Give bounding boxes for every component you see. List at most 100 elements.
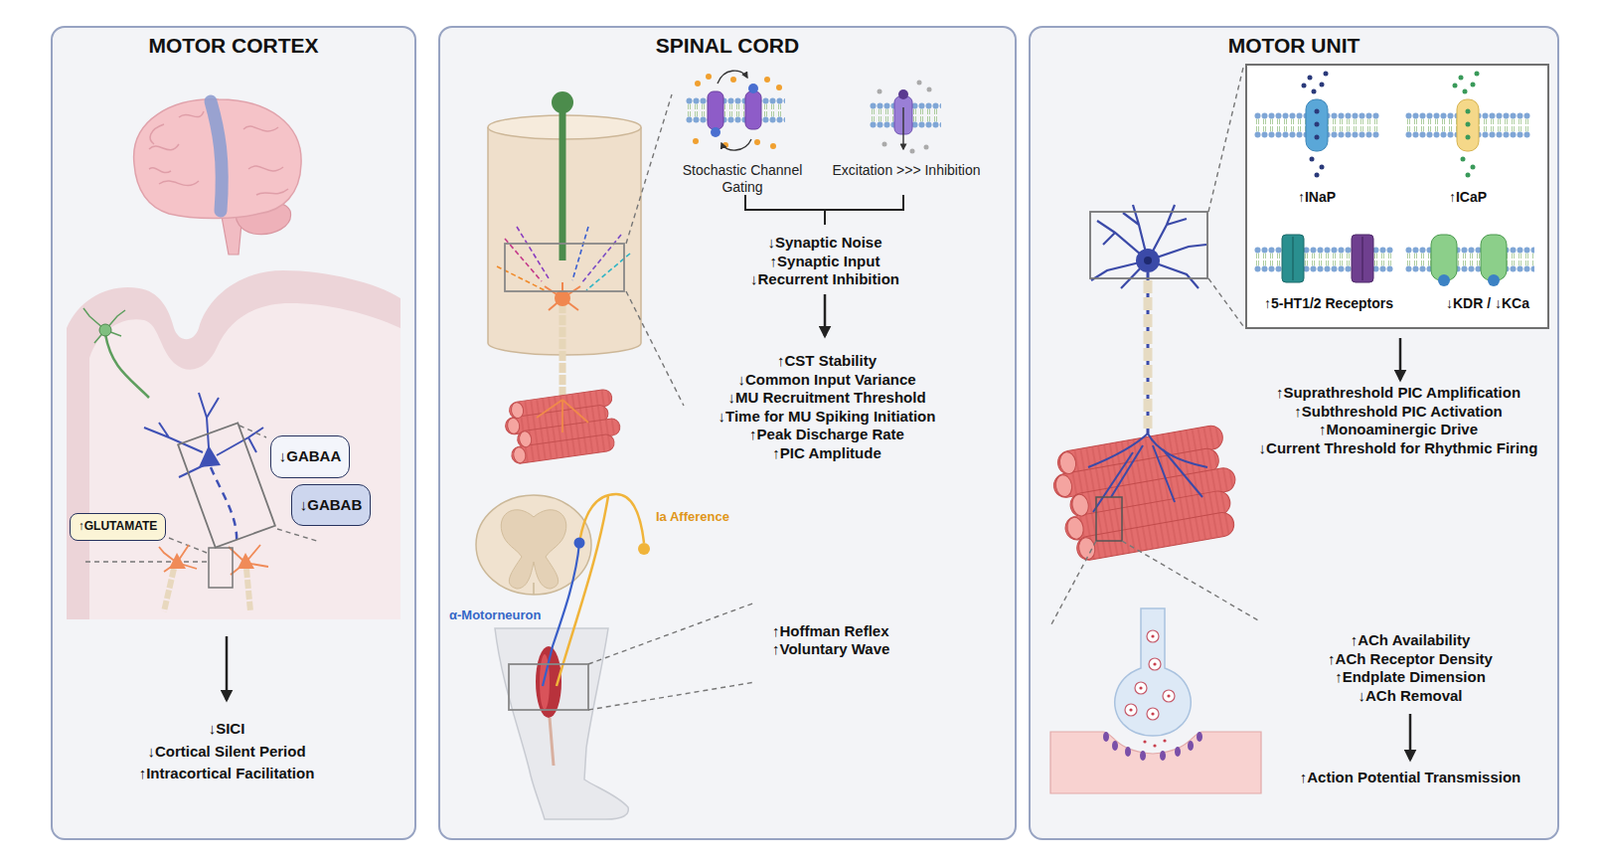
pyramidal-neurons-part — [177, 422, 276, 547]
neuromuscular-junction-part-part — [1124, 703, 1137, 716]
panel: MOTOR CORTEX ↓GABAA ↓GABAB ↑GLUTAMATE — [50, 25, 417, 840]
neuromuscular-junction-part-part — [1174, 746, 1181, 757]
effect-text: ↓Recurrent Inhibition — [750, 270, 900, 289]
receptor-label: ↓GABAB — [300, 496, 363, 514]
reflex-drawing-part — [532, 582, 535, 595]
bracket — [745, 194, 904, 225]
channel-label: ↑ICaP — [1448, 188, 1487, 206]
channel-icon-part-part — [1309, 157, 1315, 162]
channel-icon-part — [1405, 246, 1535, 273]
motor-unit-drawing — [1048, 67, 1259, 625]
channel-icon-part-part — [685, 97, 786, 124]
spinal-cord-drawing-part — [496, 226, 631, 291]
neuromuscular-junction-part-part — [1112, 740, 1119, 751]
neuromuscular-junction-part-part — [1150, 634, 1154, 638]
spinal-cord-drawing-part — [544, 282, 581, 311]
reflex-drawing-part-part — [588, 681, 756, 710]
neuromuscular-junction-part-part — [1103, 731, 1110, 742]
channel-icon-part-part — [1465, 172, 1471, 178]
channel-icon-part — [1291, 236, 1294, 281]
reflex-drawing-part-part — [588, 602, 756, 664]
brain-drawing-part-part — [248, 165, 284, 171]
icon-caption: Excitation >>> Inhibition — [831, 161, 980, 179]
neuromuscular-junction-part-part — [1138, 685, 1142, 689]
channel-icon-part-part — [1314, 122, 1320, 128]
cortex-section — [66, 270, 401, 620]
panel-heading: MOTOR CORTEX — [52, 32, 415, 58]
channel-icon-part — [1281, 234, 1304, 283]
spinal-cord-drawing-part-part — [518, 430, 533, 449]
channel-icon-part-part — [1405, 246, 1535, 273]
channel-label: ↑INaP — [1297, 188, 1336, 206]
neuromuscular-junction-part — [1128, 634, 1170, 747]
channel-icon-part — [745, 91, 762, 130]
motor-unit-drawing-part-part — [1208, 278, 1244, 326]
channel-icon-part — [707, 91, 724, 130]
channel-icon-part — [898, 89, 909, 100]
channel-icon-part-part — [694, 80, 701, 87]
brain-drawing-part — [210, 101, 222, 211]
spinal-cord-drawing-part-part — [626, 291, 684, 406]
brain-drawing-part-part — [149, 167, 171, 173]
channel-icon-part — [685, 97, 786, 124]
motor-unit-drawing-part-part — [1093, 452, 1133, 512]
channel-icon-part-part — [1470, 164, 1476, 170]
channel-icon-part — [1351, 234, 1374, 283]
receptor-label: ↓GABAA — [279, 448, 342, 466]
panel: MOTOR UNIT↑INaP↑ICaP↑5-HT1/2 Receptors↓K… — [1028, 25, 1560, 840]
motor-unit-drawing-part-part — [1152, 445, 1175, 502]
channel-icon-part — [877, 80, 933, 155]
effect-text: ↑CST Stability — [777, 351, 877, 370]
channel-icon — [1254, 71, 1535, 288]
effect-text: ↑Monoaminergic Drive — [1318, 420, 1478, 439]
motor-unit-drawing-part — [1143, 256, 1152, 265]
channel-icon-part-part — [1319, 164, 1325, 170]
flow-arrow — [823, 294, 827, 336]
neuromuscular-junction-part — [1115, 608, 1192, 736]
effect-text: ↓Common Input Variance — [737, 370, 916, 389]
icon-caption: Stochastic Channel Gating — [672, 161, 812, 196]
channel-icon-part — [902, 107, 904, 150]
spinal-cord-drawing-part-part — [504, 238, 542, 282]
motor-unit-drawing-part-part — [1075, 510, 1237, 562]
neuromuscular-junction-part-part — [1196, 731, 1203, 742]
channel-icon-part-part — [1474, 71, 1480, 77]
cortex-section-part — [89, 303, 401, 620]
channel-icon-part-part — [1314, 109, 1320, 115]
effect-text: ↓MU Recruitment Threshold — [727, 388, 926, 407]
effect-text: ↑ACh Receptor Density — [1327, 649, 1493, 668]
pyramidal-neurons-part — [198, 445, 221, 468]
channel-icon-part — [1431, 234, 1457, 281]
spinal-cord-drawing-part-part — [626, 94, 672, 244]
panel-ground-part — [1245, 63, 1550, 329]
channel-icon-part-part — [882, 142, 888, 148]
channel-icon-part — [1456, 99, 1479, 152]
spinal-cord-drawing — [487, 91, 684, 466]
brain-drawing-part-part — [159, 180, 199, 186]
neuromuscular-junction-part-part — [1150, 711, 1154, 715]
spinal-cord-drawing-part-part — [506, 417, 521, 436]
effect-text: ↓Current Threshold for Rhythmic Firing — [1259, 439, 1539, 458]
reflex-drawing — [476, 493, 756, 819]
brain-drawing-part-part — [243, 126, 279, 132]
neuromuscular-junction-part-part — [1162, 738, 1166, 742]
receptor-box: ↓GABAB — [291, 483, 371, 526]
motor-unit-drawing-part-part — [1054, 473, 1075, 497]
spinal-cord-drawing-part-part — [544, 282, 581, 311]
pyramidal-neurons-part-part — [85, 560, 207, 562]
pyramidal-neurons-part — [168, 552, 186, 569]
spinal-cord-drawing-part-part — [512, 446, 527, 465]
channel-icon-part-part — [754, 139, 761, 146]
panel-ground — [50, 25, 1560, 840]
spinal-cord-drawing-part — [504, 243, 625, 292]
effect-text: ↑Hoffman Reflex — [772, 622, 890, 640]
effect-text: ↑ACh Availability — [1350, 631, 1471, 649]
reflex-drawing-part — [500, 509, 567, 589]
effect-text: ↑Voluntary Wave — [772, 640, 890, 658]
motor-unit-drawing-part-part — [1065, 515, 1086, 540]
brain-drawing-part-part — [150, 124, 164, 145]
spinal-cord-drawing-part — [501, 387, 624, 465]
reflex-drawing-part — [556, 495, 609, 686]
receptor-box: ↑GLUTAMATE — [69, 512, 166, 541]
